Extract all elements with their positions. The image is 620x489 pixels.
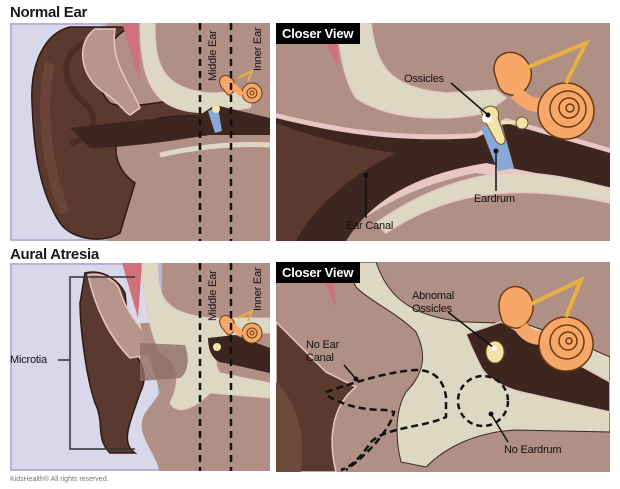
ear-canal xyxy=(70,105,270,148)
normal-ear-closer-view-panel: Closer View Ossicles Eardrum Ear Canal xyxy=(276,23,610,241)
bone-mass xyxy=(345,262,610,468)
muscle xyxy=(122,23,140,83)
ear-canal-label: Ear Canal xyxy=(346,220,394,232)
inner-ear-cochlea xyxy=(493,39,595,140)
no-ear-canal-label: No Ear Canal xyxy=(306,339,340,364)
inner-ear-cochlea xyxy=(219,308,263,344)
no-eardrum-circle xyxy=(456,374,510,428)
ossicles-callout-line xyxy=(450,82,489,116)
eardrum-label: Eardrum xyxy=(474,193,515,205)
outer-ear-shape xyxy=(31,26,212,240)
abnormal-ossicles xyxy=(213,343,221,351)
aural-atresia-closer-view-panel: Closer View Abnomal Ossicles No Ear Cana… xyxy=(276,262,610,472)
eardrum xyxy=(481,121,514,171)
ossicles xyxy=(212,105,220,113)
temporal-bone xyxy=(139,23,256,114)
inner-ear-cochlea xyxy=(219,68,263,104)
no-eardrum-label: No Eardrum xyxy=(504,444,562,456)
copyright-notice: KidsHealth® All rights reserved. xyxy=(10,476,109,483)
microtia-label: Microtia xyxy=(10,354,47,366)
aural-atresia-overview-panel: Middle Ear Inner Ear Microtia xyxy=(10,263,270,471)
microtia-ear xyxy=(79,271,145,454)
middle-ear-label: Middle Ear xyxy=(207,30,219,81)
abnormal-ossicles xyxy=(485,340,505,364)
no-ear-canal-outline xyxy=(325,368,448,472)
section-title-normal-ear: Normal Ear xyxy=(10,4,88,21)
closer-view-badge: Closer View xyxy=(276,23,361,44)
microtia-bracket xyxy=(69,276,135,450)
inner-ear-label: Inner Ear xyxy=(252,27,264,71)
inner-ear-label: Inner Ear xyxy=(252,267,264,311)
ossicles-label: Ossicles xyxy=(404,73,444,85)
normal-ear-overview-panel: Middle Ear Inner Ear xyxy=(10,23,270,241)
inner-ear-cochlea xyxy=(498,275,594,372)
section-title-aural-atresia: Aural Atresia xyxy=(10,246,99,263)
eardrum xyxy=(208,107,222,133)
middle-ear-label: Middle Ear xyxy=(207,270,219,321)
closer-view-badge: Closer View xyxy=(276,262,361,283)
abnormal-ossicles-label: Abnomal Ossicles xyxy=(412,290,455,315)
